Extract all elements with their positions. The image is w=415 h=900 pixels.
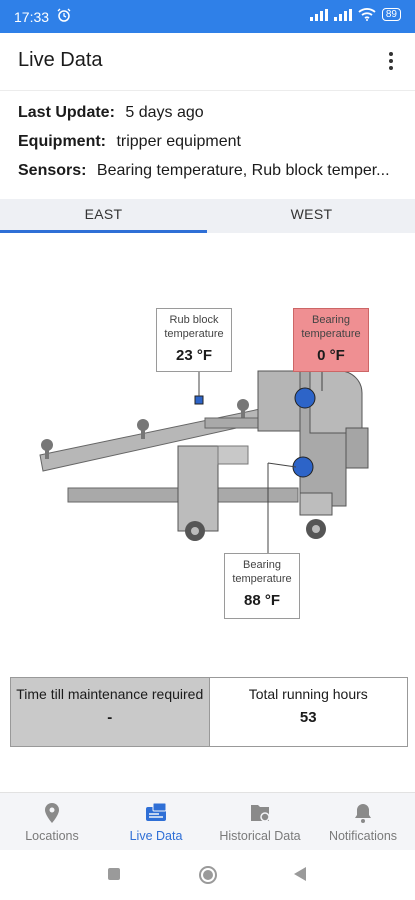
home-icon[interactable]	[198, 865, 218, 885]
sensors-label: Sensors:	[18, 162, 87, 179]
back-icon[interactable]	[293, 866, 307, 882]
nav-notifications-label: Notifications	[328, 829, 398, 843]
sensors-value: Bearing temperature, Rub block temper...	[96, 162, 390, 179]
maintenance-stat: Time till maintenance required -	[11, 678, 210, 746]
more-vert-icon[interactable]	[383, 50, 399, 72]
nav-historical-data-label: Historical Data	[219, 829, 301, 843]
status-bar: 17:33 89	[0, 0, 415, 33]
bearing-bottom-value: 88 °F	[243, 592, 280, 609]
status-time: 17:33	[14, 9, 50, 25]
last-update-value: 5 days ago	[125, 104, 204, 121]
wifi-icon	[358, 8, 376, 21]
last-update-label: Last Update:	[18, 104, 115, 121]
bearing-bottom-title: Bearing temperature	[232, 559, 292, 585]
nav-notifications[interactable]: Notifications	[311, 793, 415, 851]
system-navigation-bar	[0, 850, 415, 900]
equipment-info: Last Update: 5 days ago Equipment: tripp…	[18, 104, 403, 191]
battery-icon: 89	[381, 8, 401, 21]
bell-icon	[355, 804, 371, 823]
side-tabs: EAST WEST	[0, 199, 415, 233]
signal-icon	[309, 8, 328, 21]
equipment-diagram: Rub block temperature 23 °F Bearing temp…	[0, 233, 415, 663]
stats-panel: Time till maintenance required - Total r…	[10, 677, 408, 747]
rub-block-callout[interactable]: Rub block temperature 23 °F	[156, 308, 232, 372]
nav-live-data-label: Live Data	[129, 829, 183, 843]
running-hours-stat: Total running hours 53	[210, 678, 408, 746]
sensors-row: Sensors: Bearing temperature, Rub block …	[18, 162, 403, 191]
maintenance-value: -	[107, 709, 113, 726]
nav-live-data[interactable]: Live Data	[104, 793, 208, 851]
bearing-top-title: Bearing temperature	[301, 314, 361, 340]
bearing-bottom-callout[interactable]: Bearing temperature 88 °F	[224, 553, 300, 619]
last-update-row: Last Update: 5 days ago	[18, 104, 403, 133]
app-bar: Live Data	[0, 33, 415, 91]
tab-east[interactable]: EAST	[0, 199, 207, 233]
running-hours-title: Total running hours	[248, 686, 368, 702]
equipment-row: Equipment: tripper equipment	[18, 133, 403, 162]
live-data-icon	[146, 802, 167, 821]
tab-west[interactable]: WEST	[290, 206, 333, 222]
alarm-icon	[57, 8, 71, 22]
page-title: Live Data	[18, 49, 103, 71]
equipment-label: Equipment:	[18, 133, 106, 150]
historical-data-icon	[251, 805, 270, 822]
nav-locations[interactable]: Locations	[0, 793, 104, 851]
equipment-value: tripper equipment	[116, 133, 241, 150]
rub-block-title: Rub block temperature	[164, 314, 224, 340]
maintenance-title: Time till maintenance required	[16, 686, 204, 702]
location-pin-icon	[45, 803, 59, 823]
bottom-navigation: Locations Live Data Historical Data Noti…	[0, 792, 415, 851]
rub-block-value: 23 °F	[175, 347, 212, 364]
nav-locations-label: Locations	[25, 829, 79, 843]
bearing-top-value: 0 °F	[317, 347, 345, 364]
nav-historical-data[interactable]: Historical Data	[208, 793, 312, 851]
bearing-top-callout[interactable]: Bearing temperature 0 °F	[293, 308, 369, 372]
running-hours-value: 53	[299, 709, 317, 726]
tripper-machine-illustration	[39, 370, 369, 553]
recents-icon[interactable]	[107, 867, 121, 881]
signal-icon	[333, 8, 352, 21]
